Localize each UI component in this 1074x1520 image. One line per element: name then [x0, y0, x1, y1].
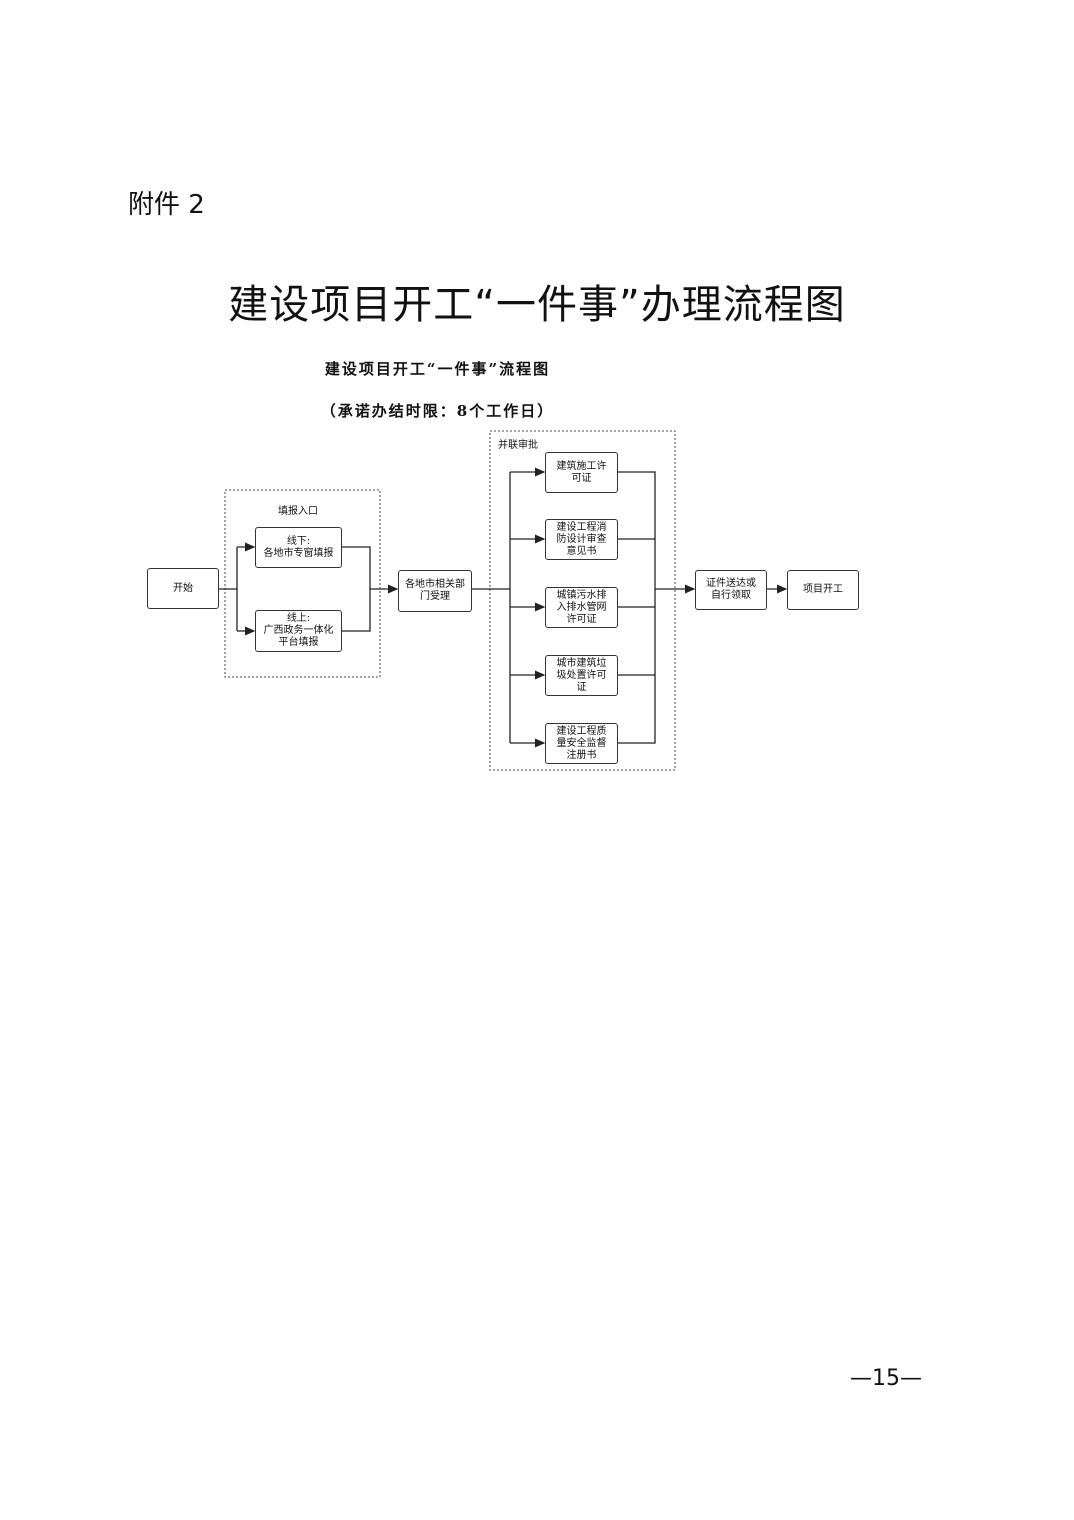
- approval-node: 建筑施工许 可证: [545, 452, 618, 493]
- accept-node: 各地市相关部 门受理: [398, 570, 472, 612]
- parallel-group-border: [489, 430, 676, 771]
- approval-node: 城镇污水排 入排水管网 许可证: [545, 587, 618, 628]
- approval-node: 城市建筑垃 圾处置许可 证: [545, 655, 618, 696]
- entry-group-label: 填报入口: [278, 506, 318, 517]
- page-number: —15—: [850, 1366, 922, 1391]
- online-entry-node: 线上: 广西政务一体化 平台填报: [255, 610, 342, 652]
- diagram-title: 建设项目开工“一件事”流程图: [324, 360, 551, 378]
- entry-group-border: [224, 489, 381, 678]
- end-node: 项目开工: [787, 570, 859, 610]
- start-node: 开始: [147, 568, 219, 609]
- offline-entry-node: 线下: 各地市专窗填报: [255, 527, 342, 568]
- page-title: 建设项目开工“一件事”办理流程图: [228, 282, 846, 328]
- approval-node: 建设工程质 量安全监督 注册书: [545, 723, 618, 764]
- approval-node: 建设工程消 防设计审查 意见书: [545, 519, 618, 560]
- delivery-node: 证件送达或 自行领取: [695, 570, 767, 610]
- diagram-subtitle: （承诺办结时限：8个工作日）: [320, 402, 555, 420]
- attachment-label: 附件 2: [128, 190, 205, 220]
- parallel-group-label: 并联审批: [498, 440, 538, 451]
